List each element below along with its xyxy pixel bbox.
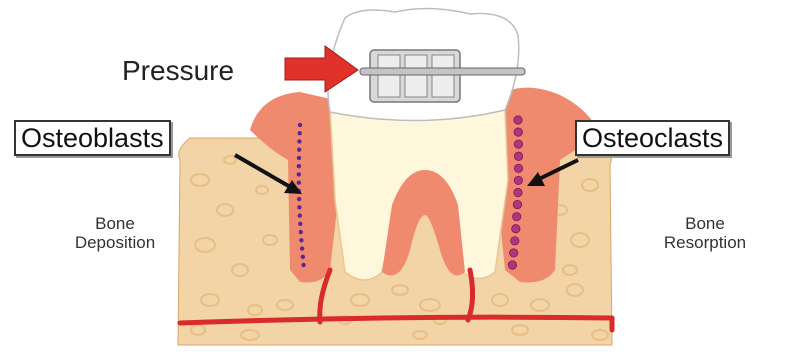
osteoblast-cell bbox=[297, 148, 301, 152]
osteoclast-cell bbox=[514, 116, 522, 124]
bone-resorption-line1: Bone bbox=[640, 214, 770, 233]
osteoclast-cell bbox=[508, 261, 516, 269]
osteoblast-cell bbox=[299, 230, 303, 234]
osteoclast-cell bbox=[514, 140, 522, 148]
osteoblast-cell bbox=[297, 139, 301, 143]
bone-resorption-line2: Resorption bbox=[640, 233, 770, 252]
osteoblast-cell bbox=[298, 213, 302, 217]
osteoblast-cell bbox=[298, 131, 302, 135]
osteoblast-cell bbox=[297, 180, 301, 184]
osteoblasts-label: Osteoblasts bbox=[14, 120, 171, 156]
osteoblast-cell bbox=[297, 197, 301, 201]
osteoclast-cell bbox=[514, 152, 522, 160]
osteoclast-cell bbox=[514, 164, 522, 172]
bone-deposition-line2: Deposition bbox=[50, 233, 180, 252]
osteoclast-cell bbox=[513, 200, 521, 208]
pressure-label: Pressure bbox=[122, 55, 234, 87]
osteoclast-cell bbox=[514, 128, 522, 136]
bone-resorption-caption: Bone Resorption bbox=[640, 214, 770, 252]
osteoclast-cell bbox=[514, 188, 522, 196]
osteoclasts-label: Osteoclasts bbox=[575, 120, 730, 156]
osteoclast-cell bbox=[511, 237, 519, 245]
osteoclast-cell bbox=[512, 225, 520, 233]
osteoclast-cell bbox=[509, 249, 517, 257]
osteoblast-cell bbox=[297, 164, 301, 168]
osteoblast-cell bbox=[297, 172, 301, 176]
osteoblast-cell bbox=[300, 246, 304, 250]
osteoclast-cell bbox=[513, 212, 521, 220]
osteoclast-cell bbox=[514, 176, 522, 184]
osteoblast-cell bbox=[301, 263, 305, 267]
osteoblast-cell bbox=[298, 123, 302, 127]
osteoblast-cell bbox=[301, 255, 305, 259]
osteoblast-cell bbox=[299, 238, 303, 242]
bone-deposition-line1: Bone bbox=[50, 214, 180, 233]
bone-deposition-caption: Bone Deposition bbox=[50, 214, 180, 252]
osteoblast-cell bbox=[297, 156, 301, 160]
osteoblast-cell bbox=[297, 205, 301, 209]
osteoblast-cell bbox=[298, 222, 302, 226]
